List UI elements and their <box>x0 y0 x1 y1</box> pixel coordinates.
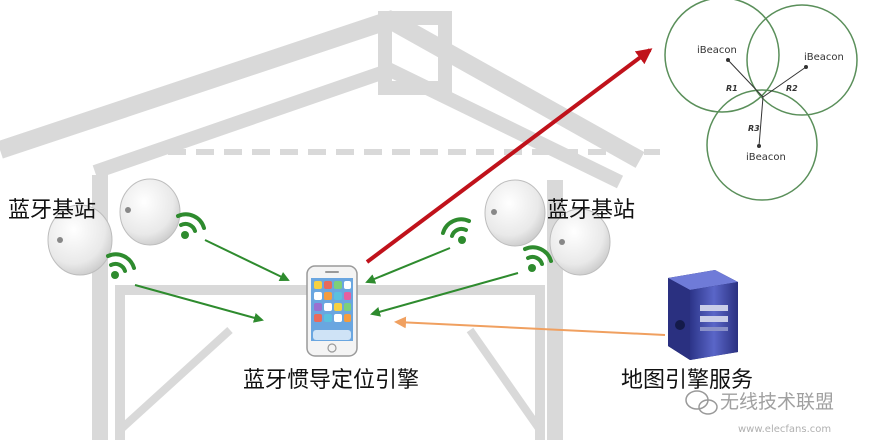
ibeacon-label-3: iBeacon <box>746 152 786 163</box>
signal-arrow-2 <box>134 284 264 323</box>
signal-icon-left-upper <box>176 212 206 239</box>
wechat-icon <box>685 390 718 415</box>
signal-icon-right-upper <box>441 217 471 244</box>
map-service-arrow <box>394 316 666 336</box>
radius-label-r1: R1 <box>726 84 738 93</box>
signal-arrow-3 <box>365 247 451 284</box>
ibeacon-label-1: iBeacon <box>697 45 737 56</box>
trilateration-diagram <box>664 0 858 201</box>
beacon-range-circle-2 <box>746 4 858 116</box>
watermark-url: www.elecfans.com <box>738 424 832 435</box>
watermark-title: 无线技术联盟 <box>720 391 835 413</box>
trilateration-radii <box>727 59 807 147</box>
beacon-station-label-right: 蓝牙基站 <box>547 198 636 223</box>
chimney <box>378 11 452 95</box>
map-service-label: 地图引擎服务 <box>621 368 754 393</box>
beacon-right-back <box>484 179 546 247</box>
signal-icon-right-lower <box>523 245 553 272</box>
trilateration-points <box>726 58 808 148</box>
signal-icon-left-lower <box>106 252 136 279</box>
radius-label-r3: R3 <box>748 124 760 133</box>
beacon-left-back <box>119 178 181 246</box>
floor-right <box>466 327 544 433</box>
uplink-arrow <box>365 48 653 264</box>
floor-left <box>117 327 233 433</box>
beacon-range-circle-3 <box>706 89 818 201</box>
engine-label: 蓝牙惯导定位引擎 <box>243 368 420 393</box>
smartphone-icon <box>306 265 358 357</box>
ibeacon-label-2: iBeacon <box>804 52 844 63</box>
beacon-left-front <box>47 204 113 276</box>
radius-label-r2: R2 <box>786 84 798 93</box>
signal-arrow-4 <box>370 272 519 317</box>
beacon-right-front <box>549 208 611 276</box>
server-icon <box>668 270 738 360</box>
beacon-range-circle-1 <box>664 0 780 113</box>
signal-arrow-1 <box>204 239 290 282</box>
beacon-station-label-left: 蓝牙基站 <box>8 198 97 223</box>
